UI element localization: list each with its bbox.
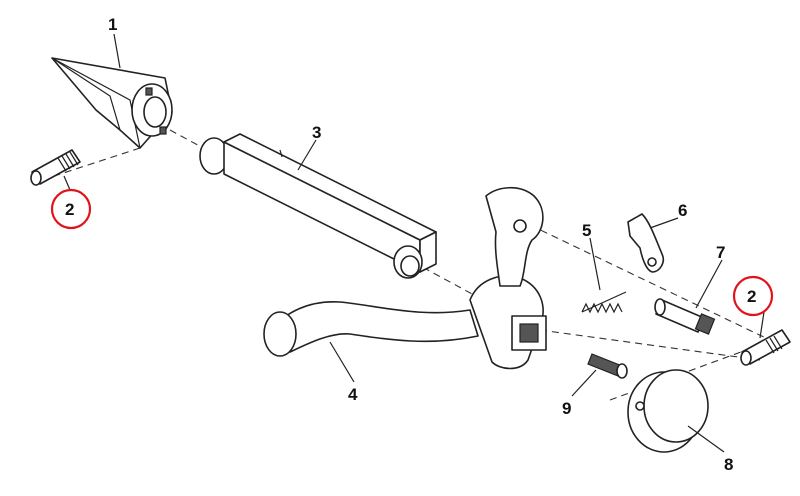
part-screw: [587, 353, 628, 379]
callout-6: 6: [678, 201, 687, 220]
callout-9: 9: [562, 399, 571, 418]
part-pin-7: [654, 298, 716, 335]
part-cone-cutter: [51, 57, 173, 149]
highlight-ring-right: [732, 275, 774, 317]
part-pin-right: [740, 329, 791, 366]
callout-4: 4: [348, 385, 358, 404]
callouts: 1 2 3 4 5 6 7 2 8 9: [65, 15, 756, 474]
callout-2-left: 2: [65, 200, 74, 219]
callout-2-right: 2: [747, 287, 756, 306]
part-square-shaft: [199, 133, 437, 279]
part-spring: [581, 291, 627, 314]
callout-7: 7: [716, 243, 725, 262]
callout-8: 8: [724, 455, 733, 474]
part-pin-left: [30, 149, 81, 186]
axis-line-right: [529, 224, 771, 341]
leader-lines: [63, 33, 765, 453]
callout-3: 3: [312, 123, 321, 142]
part-pawl: [627, 213, 665, 273]
axis-line-lower: [539, 329, 761, 361]
part-handle: [263, 186, 547, 370]
callout-5: 5: [582, 221, 591, 240]
highlight-ring-left: [50, 188, 92, 230]
callout-1: 1: [108, 15, 117, 34]
part-knob: [627, 369, 709, 453]
